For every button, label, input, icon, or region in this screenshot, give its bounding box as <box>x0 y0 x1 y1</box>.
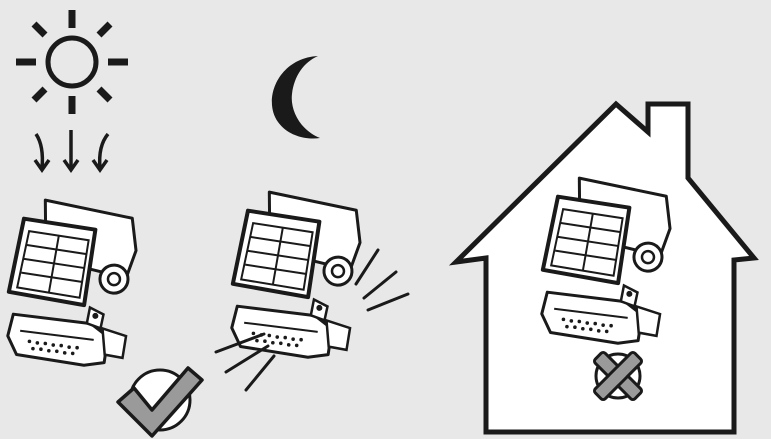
solar-light-indoors <box>536 174 676 349</box>
solar-light-daytime <box>2 196 142 371</box>
check-mark-icon <box>116 366 204 438</box>
sunlight-arrows-icon <box>33 130 110 174</box>
light-rays-right-icon <box>354 248 410 312</box>
sun-icon <box>16 10 128 114</box>
light-rays-left-icon <box>214 332 276 392</box>
moon-icon <box>271 56 320 139</box>
solar-light-night <box>226 188 366 363</box>
cross-mark-icon <box>592 350 644 402</box>
